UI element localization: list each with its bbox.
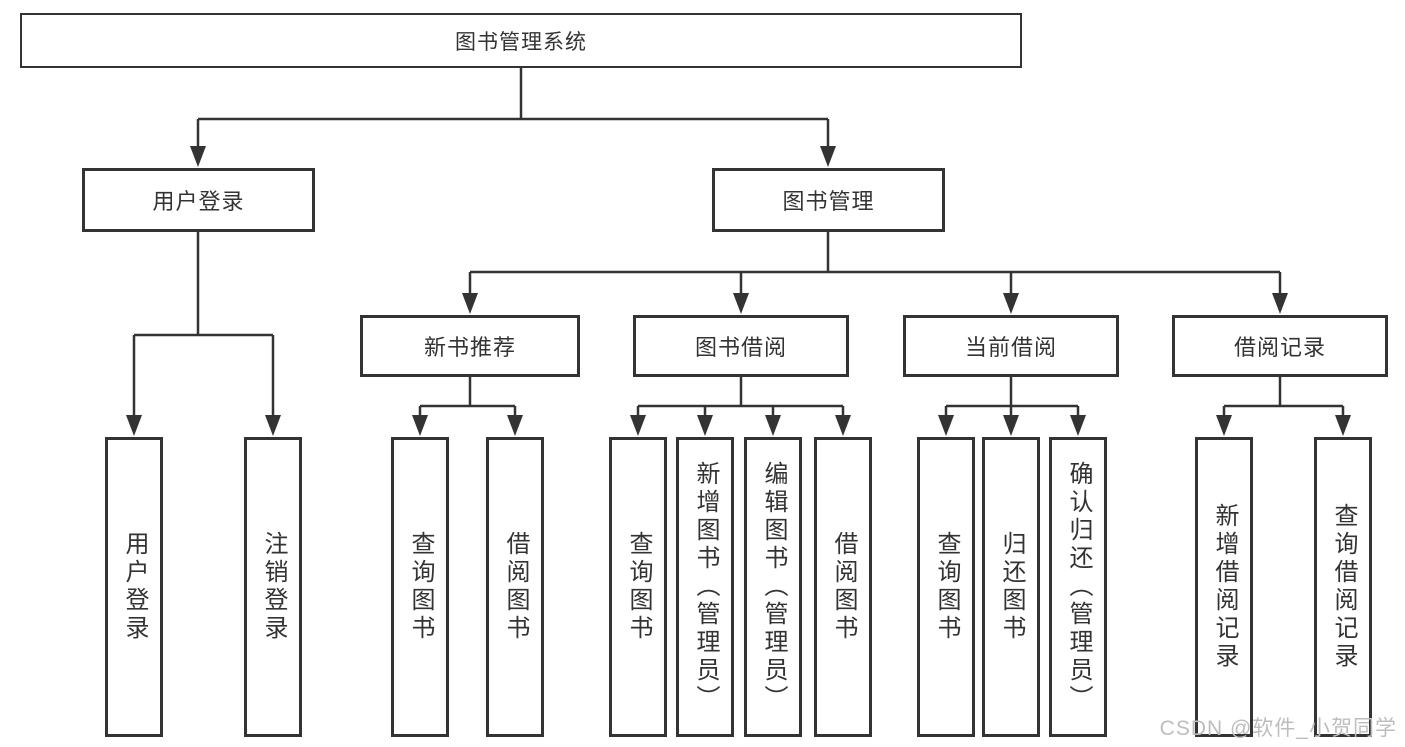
node-label: 编辑图书（管理员）	[760, 461, 787, 713]
node-label: 借阅记录	[1233, 335, 1326, 360]
node-label: 图书管理系统	[455, 30, 587, 54]
node-label: 用户登录	[152, 189, 245, 214]
leaf-add-borrow-record: 新增借阅记录	[1195, 437, 1253, 737]
node-label: 用户登录	[121, 531, 148, 643]
leaf-query-book-current: 查询图书	[917, 437, 975, 737]
node-label: 查询借阅记录	[1330, 503, 1357, 671]
leaf-logout: 注销登录	[244, 437, 302, 737]
node-label: 注销登录	[260, 531, 287, 643]
node-label: 查询图书	[407, 531, 434, 643]
node-user-login: 用户登录	[82, 168, 315, 232]
node-label: 借阅图书	[502, 531, 529, 643]
node-current-borrowing: 当前借阅	[903, 315, 1119, 377]
leaf-user-login: 用户登录	[105, 437, 163, 737]
node-label: 当前借阅	[964, 335, 1057, 360]
leaf-add-book-admin: 新增图书（管理员）	[676, 437, 734, 737]
node-borrowing-records: 借阅记录	[1172, 315, 1388, 377]
node-label: 借阅图书	[830, 531, 857, 643]
leaf-query-book-borrow: 查询图书	[609, 437, 667, 737]
node-label: 查询图书	[933, 531, 960, 643]
node-label: 图书管理	[782, 189, 875, 214]
node-label: 新增图书（管理员）	[692, 461, 719, 713]
node-book-management: 图书管理	[712, 168, 945, 232]
node-label: 查询图书	[625, 531, 652, 643]
node-label: 确认归还（管理员）	[1065, 461, 1092, 713]
node-label: 新书推荐	[423, 335, 516, 360]
leaf-edit-book-admin: 编辑图书（管理员）	[744, 437, 802, 737]
leaf-borrow-book-recommend: 借阅图书	[486, 437, 544, 737]
node-book-borrowing: 图书借阅	[633, 315, 849, 377]
leaf-borrow-book: 借阅图书	[814, 437, 872, 737]
leaf-query-borrow-record: 查询借阅记录	[1314, 437, 1372, 737]
leaf-confirm-return-admin: 确认归还（管理员）	[1049, 437, 1107, 737]
leaf-query-book-recommend: 查询图书	[391, 437, 449, 737]
node-library-management-system: 图书管理系统	[20, 13, 1022, 68]
arrowhead-icons	[126, 146, 1351, 436]
node-label: 归还图书	[998, 531, 1025, 643]
leaf-return-book: 归还图书	[982, 437, 1040, 737]
csdn-watermark: CSDN @软件_小贺同学	[1159, 717, 1397, 740]
node-new-book-recommend: 新书推荐	[360, 315, 580, 377]
node-label: 图书借阅	[694, 335, 787, 360]
node-label: 新增借阅记录	[1211, 503, 1238, 671]
